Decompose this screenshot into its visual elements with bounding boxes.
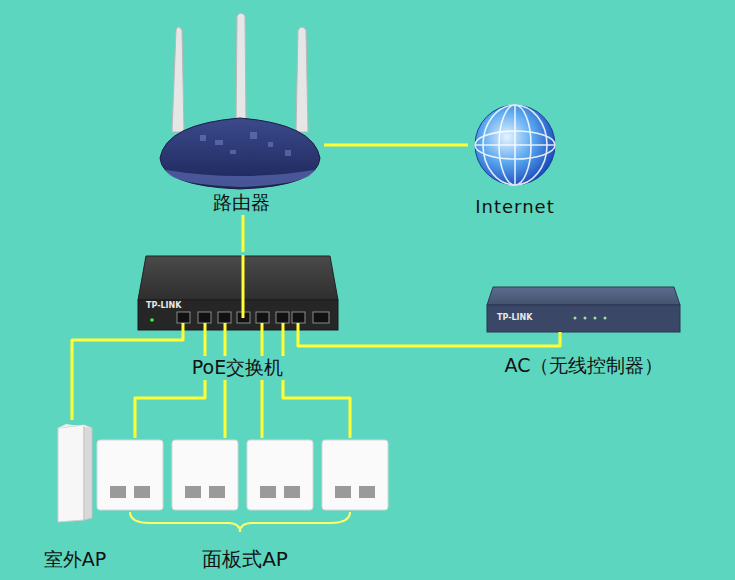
panel-ap-icons: [97, 440, 388, 510]
ac-icon: [487, 287, 680, 332]
group-bracket: [130, 512, 350, 532]
ac-front: [487, 305, 680, 332]
brand-logo: TP-LINK: [497, 314, 532, 322]
outdoor-ap-node: 室外AP: [36, 420, 114, 572]
ap-top: [58, 424, 92, 428]
router-node: 路由器: [158, 8, 324, 215]
wire-stub: [135, 323, 183, 340]
switch-ports: [177, 312, 329, 323]
device-label: 路由器: [210, 191, 273, 215]
device-label: 室外AP: [41, 548, 109, 572]
antenna: [296, 27, 308, 132]
device-label: Internet: [472, 196, 557, 219]
led: [150, 318, 154, 322]
antenna: [236, 13, 246, 125]
network-cable: [340, 345, 485, 348]
network-cable: [261, 380, 264, 438]
ap-side: [84, 425, 92, 520]
network-cable: [135, 380, 205, 438]
switch-icon: [138, 256, 338, 330]
network-cable: [324, 144, 468, 147]
network-cable: [242, 215, 245, 252]
internet-node: Internet: [468, 100, 562, 218]
globe: [475, 105, 555, 185]
brand-logo: TP-LINK: [146, 302, 181, 310]
outdoor-ap-icon: [58, 424, 92, 522]
antenna: [172, 27, 184, 132]
ac-node: AC（无线控制器）: [485, 284, 683, 378]
panel-ap-group: 面板式AP: [95, 438, 395, 572]
router-body: [160, 118, 320, 189]
wire-stub: [298, 323, 340, 346]
wire-stubs: [135, 255, 560, 380]
device-label: PoE交换机: [189, 356, 286, 380]
switch-front: [138, 300, 338, 330]
wire-stub: [242, 255, 245, 318]
switch-node: PoE交换机: [135, 252, 340, 380]
wire-stub: [485, 332, 560, 346]
ac-leds: [574, 317, 607, 320]
network-cable: [72, 340, 135, 420]
ac-top: [487, 287, 680, 305]
panel-ap: [97, 440, 163, 510]
panel-ap: [247, 440, 313, 510]
panel-ap: [322, 440, 388, 510]
switch-top: [138, 256, 338, 300]
network-cable: [283, 380, 350, 438]
router-rim: [166, 170, 314, 187]
globe-lines: [475, 105, 555, 185]
device-label: AC（无线控制器）: [502, 354, 667, 378]
panel-ap: [172, 440, 238, 510]
network-cable: [224, 380, 227, 438]
router-pattern: [200, 132, 291, 156]
ap-front: [58, 425, 84, 522]
globe-icon: [475, 105, 555, 185]
device-label: 面板式AP: [199, 547, 291, 572]
router-icon: [160, 13, 320, 189]
